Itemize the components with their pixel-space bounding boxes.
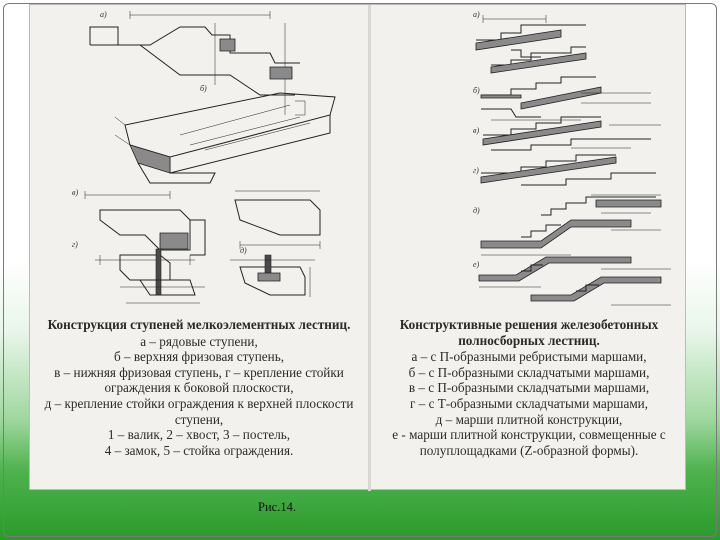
view-label-g: г): [473, 166, 479, 175]
view-label-d: д): [240, 246, 247, 255]
view-label-e: е): [473, 260, 480, 269]
left-caption-line: 1 – валик, 2 – хвост, 3 – постель,: [107, 427, 291, 443]
left-caption-line: д – крепление стойки ограждения к верхне…: [44, 395, 354, 427]
view-label-v: в): [72, 188, 78, 197]
left-caption-title: Конструкция ступеней мелкоэлементных лес…: [47, 317, 351, 332]
left-caption-line: в – нижняя фризовая ступень, г – креплен…: [54, 364, 344, 396]
view-label-d: д): [473, 206, 480, 215]
slide-frame: [3, 3, 717, 537]
right-caption-line: а – с П-образными ребристыми маршами,: [411, 349, 647, 365]
left-caption: Конструкция ступеней мелкоэлементных лес…: [36, 317, 362, 489]
panel-divider: [368, 5, 371, 491]
left-caption-line: 4 – замок, 5 – стойка ограждения.: [104, 442, 294, 458]
right-caption: Конструктивные решения железобетонных по…: [376, 317, 682, 489]
left-drawing-panel: а) б) в) г): [30, 5, 368, 313]
figure-image: а) б) в) г): [29, 4, 686, 491]
left-caption-line: а – рядовые ступени,: [140, 333, 258, 349]
right-caption-line: г – с Т-образными складчатыми маршами,: [409, 395, 649, 411]
right-drawing-panel: а) б) в) г): [371, 5, 685, 313]
view-label-a: а): [473, 10, 480, 19]
view-label-g: г): [72, 240, 78, 249]
right-caption-line: д – марши плитной конструкции,: [435, 411, 623, 427]
figure-caption-label: Рис.14.: [258, 500, 296, 514]
right-caption-line: е - марши плитной конструкции, совмещенн…: [392, 427, 666, 458]
step-construction-drawing: а) б) в) г): [72, 10, 336, 304]
view-label-b: б): [200, 84, 207, 93]
right-caption-line: б – с П-образными складчатыми маршами,: [408, 364, 650, 380]
view-label-v: в): [473, 126, 479, 135]
view-label-b: б): [473, 86, 480, 95]
staircase-solutions-drawing: а) б) в) г): [473, 10, 671, 306]
left-caption-line: б – верхняя фризовая ступень,: [113, 349, 285, 365]
right-caption-line: в – с П-образными складчатыми маршами,: [408, 380, 650, 396]
right-caption-title: Конструктивные решения железобетонных по…: [399, 317, 659, 348]
view-label-a: а): [100, 10, 107, 19]
